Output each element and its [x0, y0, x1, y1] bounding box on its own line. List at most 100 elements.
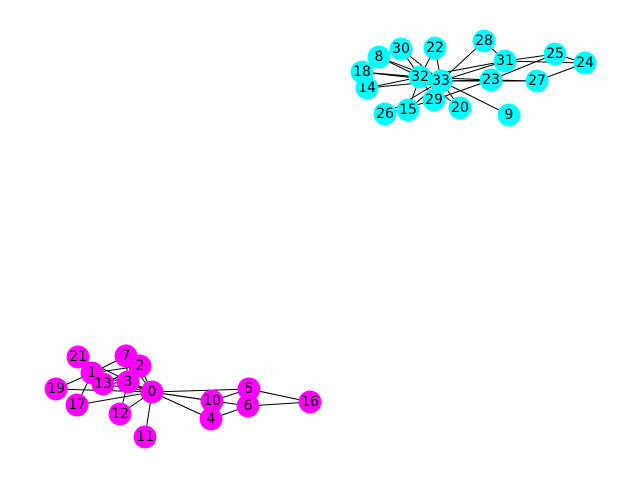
node-27: 27 [525, 69, 549, 93]
node-label-18: 18 [353, 64, 371, 80]
node-label-26: 26 [376, 106, 394, 122]
node-0: 0 [140, 380, 164, 404]
node-circle-0 [140, 380, 164, 404]
node-label-28: 28 [475, 33, 493, 49]
node-circle-4 [199, 407, 223, 431]
node-9: 9 [497, 103, 521, 127]
node-17: 17 [65, 393, 89, 417]
edge-23-25 [490, 53, 556, 81]
node-circle-32 [408, 65, 432, 89]
node-circle-30 [389, 37, 413, 61]
node-label-29: 29 [425, 92, 443, 108]
node-label-31: 31 [496, 53, 514, 69]
node-circle-24 [573, 51, 597, 75]
node-13: 13 [91, 372, 115, 396]
node-19: 19 [44, 377, 68, 401]
node-circle-23 [479, 68, 503, 92]
edge-0-5 [151, 388, 250, 393]
node-label-15: 15 [399, 102, 417, 118]
node-16: 16 [298, 390, 322, 414]
node-3: 3 [116, 370, 140, 394]
node-circle-28 [472, 29, 496, 53]
node-28: 28 [472, 29, 496, 53]
node-20: 20 [448, 96, 472, 120]
node-circle-22 [423, 36, 447, 60]
edge-0-17 [76, 391, 153, 406]
node-11: 11 [133, 425, 157, 449]
node-circle-16 [298, 390, 322, 414]
node-circle-25 [543, 42, 567, 66]
node-5: 5 [237, 377, 261, 401]
node-circle-21 [66, 345, 90, 369]
node-circle-17 [65, 393, 89, 417]
node-label-10: 10 [203, 393, 221, 409]
node-label-2: 2 [136, 358, 145, 374]
node-label-6: 6 [244, 398, 253, 414]
node-23: 23 [479, 68, 503, 92]
node-4: 4 [199, 407, 223, 431]
node-label-11: 11 [136, 429, 154, 445]
node-24: 24 [573, 51, 597, 75]
node-circle-13 [91, 372, 115, 396]
node-7: 7 [114, 344, 138, 368]
node-circle-11 [133, 425, 157, 449]
node-circle-19 [44, 377, 68, 401]
node-label-30: 30 [392, 41, 410, 57]
node-circle-27 [525, 69, 549, 93]
node-6: 6 [236, 394, 260, 418]
node-label-27: 27 [528, 73, 546, 89]
node-circle-31 [493, 49, 517, 73]
node-label-14: 14 [358, 80, 376, 96]
node-25: 25 [543, 42, 567, 66]
node-label-20: 20 [451, 100, 469, 116]
node-circle-3 [116, 370, 140, 394]
node-30: 30 [389, 37, 413, 61]
node-26: 26 [373, 102, 397, 126]
node-label-13: 13 [94, 376, 112, 392]
node-label-24: 24 [576, 55, 594, 71]
node-label-22: 22 [426, 40, 444, 56]
node-circle-8 [367, 45, 391, 69]
node-29: 29 [422, 88, 446, 112]
node-label-1: 1 [88, 365, 97, 381]
node-label-21: 21 [69, 349, 87, 365]
node-33: 33 [429, 69, 453, 93]
node-circle-9 [497, 103, 521, 127]
node-label-5: 5 [245, 381, 254, 397]
node-label-0: 0 [148, 384, 157, 400]
node-label-17: 17 [68, 397, 86, 413]
node-circle-33 [429, 69, 453, 93]
node-15: 15 [396, 98, 420, 122]
node-22: 22 [423, 36, 447, 60]
node-label-9: 9 [505, 107, 514, 123]
node-label-7: 7 [122, 348, 131, 364]
node-label-16: 16 [301, 394, 319, 410]
node-circle-20 [448, 96, 472, 120]
node-label-19: 19 [47, 381, 65, 397]
node-12: 12 [108, 402, 132, 426]
node-circle-15 [396, 98, 420, 122]
edge-24-31 [504, 60, 586, 64]
node-label-3: 3 [124, 374, 133, 390]
node-circle-5 [237, 377, 261, 401]
node-circle-18 [350, 60, 374, 84]
node-label-33: 33 [432, 73, 450, 89]
node-31: 31 [493, 49, 517, 73]
node-label-25: 25 [546, 46, 564, 62]
node-8: 8 [367, 45, 391, 69]
node-18: 18 [350, 60, 374, 84]
node-circle-10 [200, 389, 224, 413]
node-label-32: 32 [411, 69, 429, 85]
node-32: 32 [408, 65, 432, 89]
node-label-4: 4 [207, 411, 216, 427]
node-10: 10 [200, 389, 224, 413]
node-label-23: 23 [482, 72, 500, 88]
node-circle-29 [422, 88, 446, 112]
node-circle-6 [236, 394, 260, 418]
node-circle-7 [114, 344, 138, 368]
edge-9-33 [440, 80, 510, 116]
node-circle-26 [373, 102, 397, 126]
node-21: 21 [66, 345, 90, 369]
